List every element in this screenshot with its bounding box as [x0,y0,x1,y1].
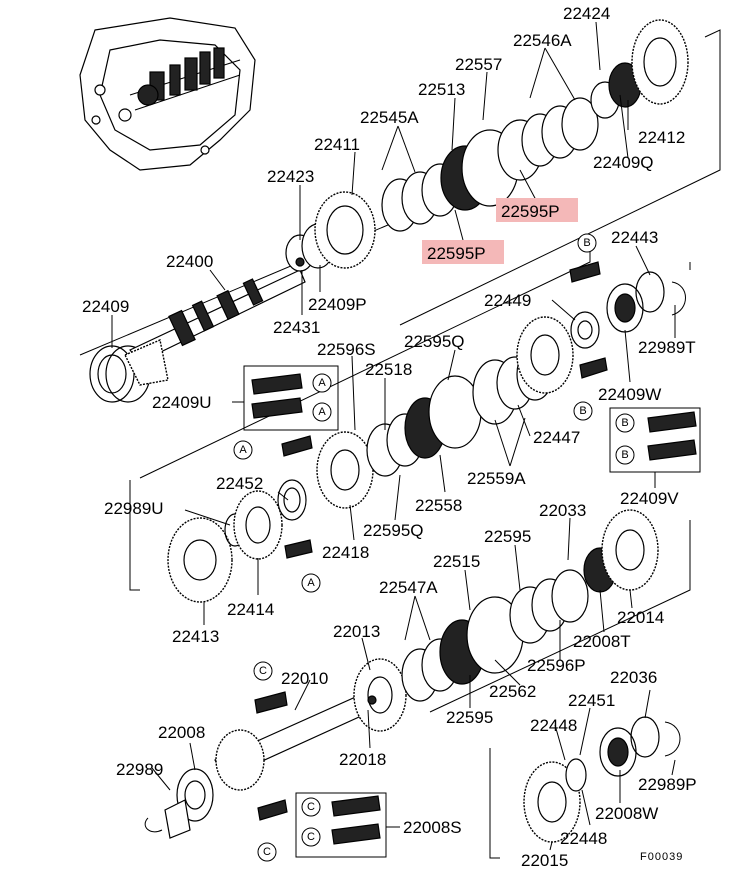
callout-22595P-highlighted[interactable]: 22595P [501,202,560,221]
leader-lines [111,21,676,851]
callout-22008: 22008 [158,723,205,742]
ref-mark-c: C [253,661,273,681]
svg-text:C: C [307,801,315,813]
input-shaft-assembly [89,191,376,403]
svg-text:A: A [239,444,247,456]
ref-mark-a: A [312,402,332,422]
callout-22518: 22518 [365,360,412,379]
callout-22014: 22014 [617,608,664,627]
callout-22010: 22010 [281,669,328,688]
callout-22412: 22412 [638,128,685,147]
callout-22513: 22513 [418,80,465,99]
highlight-22595P-a [496,198,578,222]
callout-22447: 22447 [533,428,580,447]
callout-22595: 22595 [446,708,493,727]
callout-22595Q: 22595Q [363,521,424,540]
callout-22008W: 22008W [595,804,658,823]
ref-mark-a: A [301,573,321,593]
callout-22008T: 22008T [573,632,631,651]
svg-text:A: A [318,406,326,418]
ref-mark-c: C [301,827,321,847]
svg-text:A: A [318,377,326,389]
ref-mark-c: C [257,842,277,862]
callout-22595: 22595 [484,527,531,546]
callout-22414: 22414 [227,600,274,619]
bottom-shaft-frame [429,520,691,859]
callout-22547A: 22547A [379,578,438,597]
callout-22448: 22448 [530,716,577,735]
ref-box-22409V [609,407,701,473]
callout-22596P: 22596P [527,656,586,675]
bottom-shaft-parts [144,509,681,843]
callout-22409: 22409 [82,297,129,316]
callout-22595Q: 22595Q [404,332,465,351]
middle-shaft-parts [167,261,686,603]
callout-22449: 22449 [484,291,531,310]
callout-22989T: 22989T [638,338,696,357]
ref-mark-b: B [577,233,597,253]
callout-22546A: 22546A [513,31,572,50]
callout-22013: 22013 [333,622,380,641]
drawing-code: F00039 [640,851,683,863]
callout-22036: 22036 [610,668,657,687]
callout-22557: 22557 [455,55,502,74]
top-synchro-group [381,19,689,232]
callout-22409W: 22409W [598,385,661,404]
ref-marks: A A A A B B B B C C C C [233,233,635,862]
callout-22409P: 22409P [308,295,367,314]
callout-22562: 22562 [489,682,536,701]
transmission-thumbnail [79,17,256,171]
ref-box-22409U [243,365,339,431]
callout-22595P-highlighted[interactable]: 22595P [427,244,486,263]
callout-22418: 22418 [322,543,369,562]
callout-22989P: 22989P [638,775,697,794]
svg-text:B: B [621,417,628,429]
highlight-22595P-b [422,240,504,264]
callout-22409U: 22409U [152,393,212,412]
ref-mark-b: B [573,401,593,421]
svg-text:B: B [621,449,628,461]
callout-22515: 22515 [433,552,480,571]
callout-22448: 22448 [560,829,607,848]
callout-22559A: 22559A [467,469,526,488]
callout-22545A: 22545A [360,108,419,127]
svg-text:C: C [259,665,267,677]
callout-22424: 22424 [563,4,610,23]
callout-22015: 22015 [521,851,568,870]
callout-labels: 22424 22546A 22557 22513 22545A 22411 22… [82,4,697,870]
callout-22423: 22423 [267,167,314,186]
ref-mark-a: A [312,373,332,393]
ref-mark-a: A [233,440,253,460]
ref-mark-b: B [615,445,635,465]
ref-box-22008S [295,792,387,858]
callout-22989U: 22989U [104,499,164,518]
callout-22989: 22989 [116,760,163,779]
callout-22443: 22443 [611,228,658,247]
callout-22018: 22018 [339,750,386,769]
callout-22451: 22451 [568,691,615,710]
callout-22400: 22400 [166,252,213,271]
svg-text:C: C [263,846,271,858]
callout-22558: 22558 [415,496,462,515]
svg-text:B: B [579,405,586,417]
callout-22409V: 22409V [620,489,679,508]
svg-text:C: C [307,831,315,843]
ref-mark-b: B [615,413,635,433]
ref-mark-c: C [301,797,321,817]
callout-22008S: 22008S [403,818,462,837]
svg-text:A: A [307,577,315,589]
callout-22413: 22413 [172,627,219,646]
callout-22431: 22431 [273,318,320,337]
callout-22409Q: 22409Q [593,153,654,172]
svg-text:B: B [583,237,590,249]
callout-22411: 22411 [314,135,360,154]
callout-22596S: 22596S [317,340,376,359]
callout-22033: 22033 [539,501,586,520]
callout-22452: 22452 [216,474,263,493]
